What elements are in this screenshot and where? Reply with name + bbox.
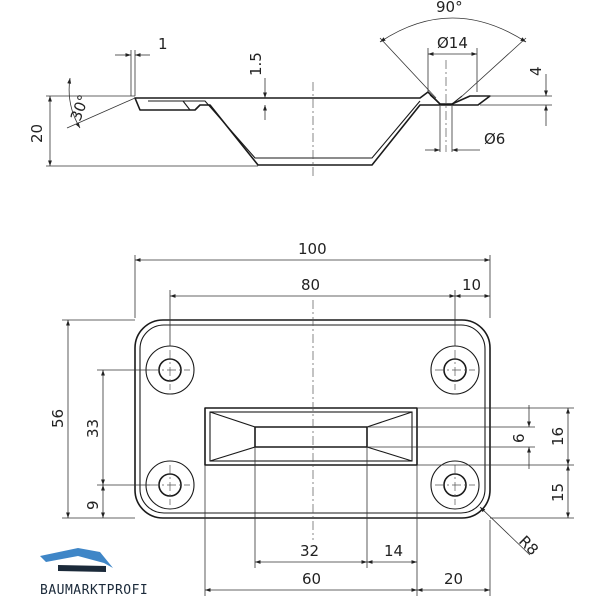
logo-mark-icon	[58, 565, 106, 572]
slot-floor	[254, 426, 368, 448]
dim-width-total-label: 100	[298, 240, 327, 258]
logo-text: BAUMARKTPROFI	[40, 583, 148, 598]
side-view: 1 1.5 20 30° 90° Ø14 Ø6 4	[28, 0, 552, 178]
plate-outline	[134, 319, 491, 519]
dim-hole-pitch-label: 80	[301, 276, 320, 294]
dim-hole-edge-label: 10	[462, 276, 481, 294]
pocket-inner	[209, 411, 413, 462]
dim-top-thickness-label: 1	[158, 35, 168, 53]
dim-pocket-height-label: 16	[549, 427, 567, 446]
logo-roof-icon	[40, 548, 113, 568]
plan-view: 100 80 10 56 33 9 16 6	[49, 240, 574, 596]
dim-countersink-label: Ø14	[437, 34, 468, 52]
dim-sheet-label: 1.5	[247, 52, 265, 76]
dim-pocket-bottom-label: 15	[549, 483, 567, 502]
pocket-outline	[204, 407, 418, 466]
dim-angle-90-label: 90°	[436, 0, 463, 16]
dim-depth-label: 4	[527, 66, 545, 76]
dim-height-total-label: 56	[49, 409, 67, 428]
dim-hole-spacing-v-label: 33	[84, 419, 102, 438]
dim-slot-height-label: 6	[510, 433, 528, 443]
dim-slot-bevel-label: 14	[384, 542, 403, 560]
dim-pocket-right-label: 20	[444, 570, 463, 588]
countersink-left	[182, 100, 191, 111]
dim-pocket-length-label: 60	[302, 570, 321, 588]
baumarktprofi-logo: BAUMARKTPROFI	[40, 548, 148, 598]
side-profile-inner	[148, 100, 421, 159]
side-profile-outline	[134, 91, 491, 166]
dim-radius-label: R8	[515, 532, 542, 559]
dim-hole-bottom-label: 9	[84, 500, 102, 510]
dim-height-label: 20	[28, 124, 46, 143]
dim-slot-length-label: 32	[300, 542, 319, 560]
dim-hole-label: Ø6	[484, 130, 505, 148]
plate-inner-edge	[139, 324, 486, 514]
pocket-bevels	[209, 411, 413, 462]
